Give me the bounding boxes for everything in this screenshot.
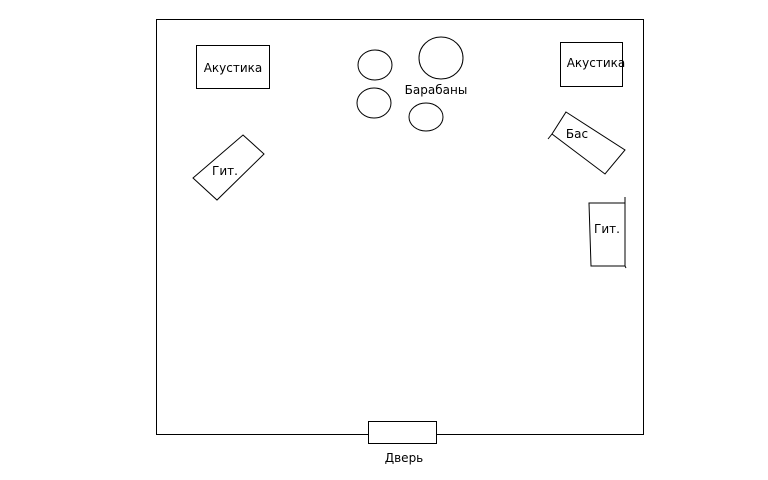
speaker-right-label: Акустика bbox=[567, 56, 626, 70]
drum-floor-tom bbox=[408, 102, 444, 132]
guitar-left-box bbox=[192, 134, 265, 201]
drum-kit-label: Барабаны bbox=[405, 83, 468, 97]
speaker-left: Акустика bbox=[196, 45, 270, 89]
drum-tom-left bbox=[357, 49, 393, 81]
speaker-left-box bbox=[196, 45, 270, 89]
guitar-right-label: Гит. bbox=[594, 222, 620, 236]
bass-box bbox=[551, 111, 626, 175]
bass: Бас bbox=[547, 111, 626, 175]
drum-snare bbox=[356, 87, 392, 119]
guitar-right: Гит. bbox=[588, 197, 627, 269]
door: Дверь bbox=[368, 421, 437, 465]
room-outline bbox=[156, 19, 644, 435]
drum-kit: Барабаны bbox=[356, 36, 468, 132]
drum-bass-drum bbox=[418, 36, 464, 80]
guitar-right-box-tick-bottom bbox=[624, 265, 627, 269]
bass-label: Бас bbox=[566, 127, 588, 141]
speaker-right: Акустика bbox=[560, 42, 626, 87]
speaker-left-label: Акустика bbox=[204, 61, 263, 75]
speaker-right-box bbox=[560, 42, 623, 87]
guitar-left-label: Гит. bbox=[212, 164, 238, 178]
door-box bbox=[368, 421, 437, 444]
bass-box-tick bbox=[547, 133, 553, 140]
door-label: Дверь bbox=[385, 451, 424, 465]
guitar-left: Гит. bbox=[192, 134, 265, 201]
